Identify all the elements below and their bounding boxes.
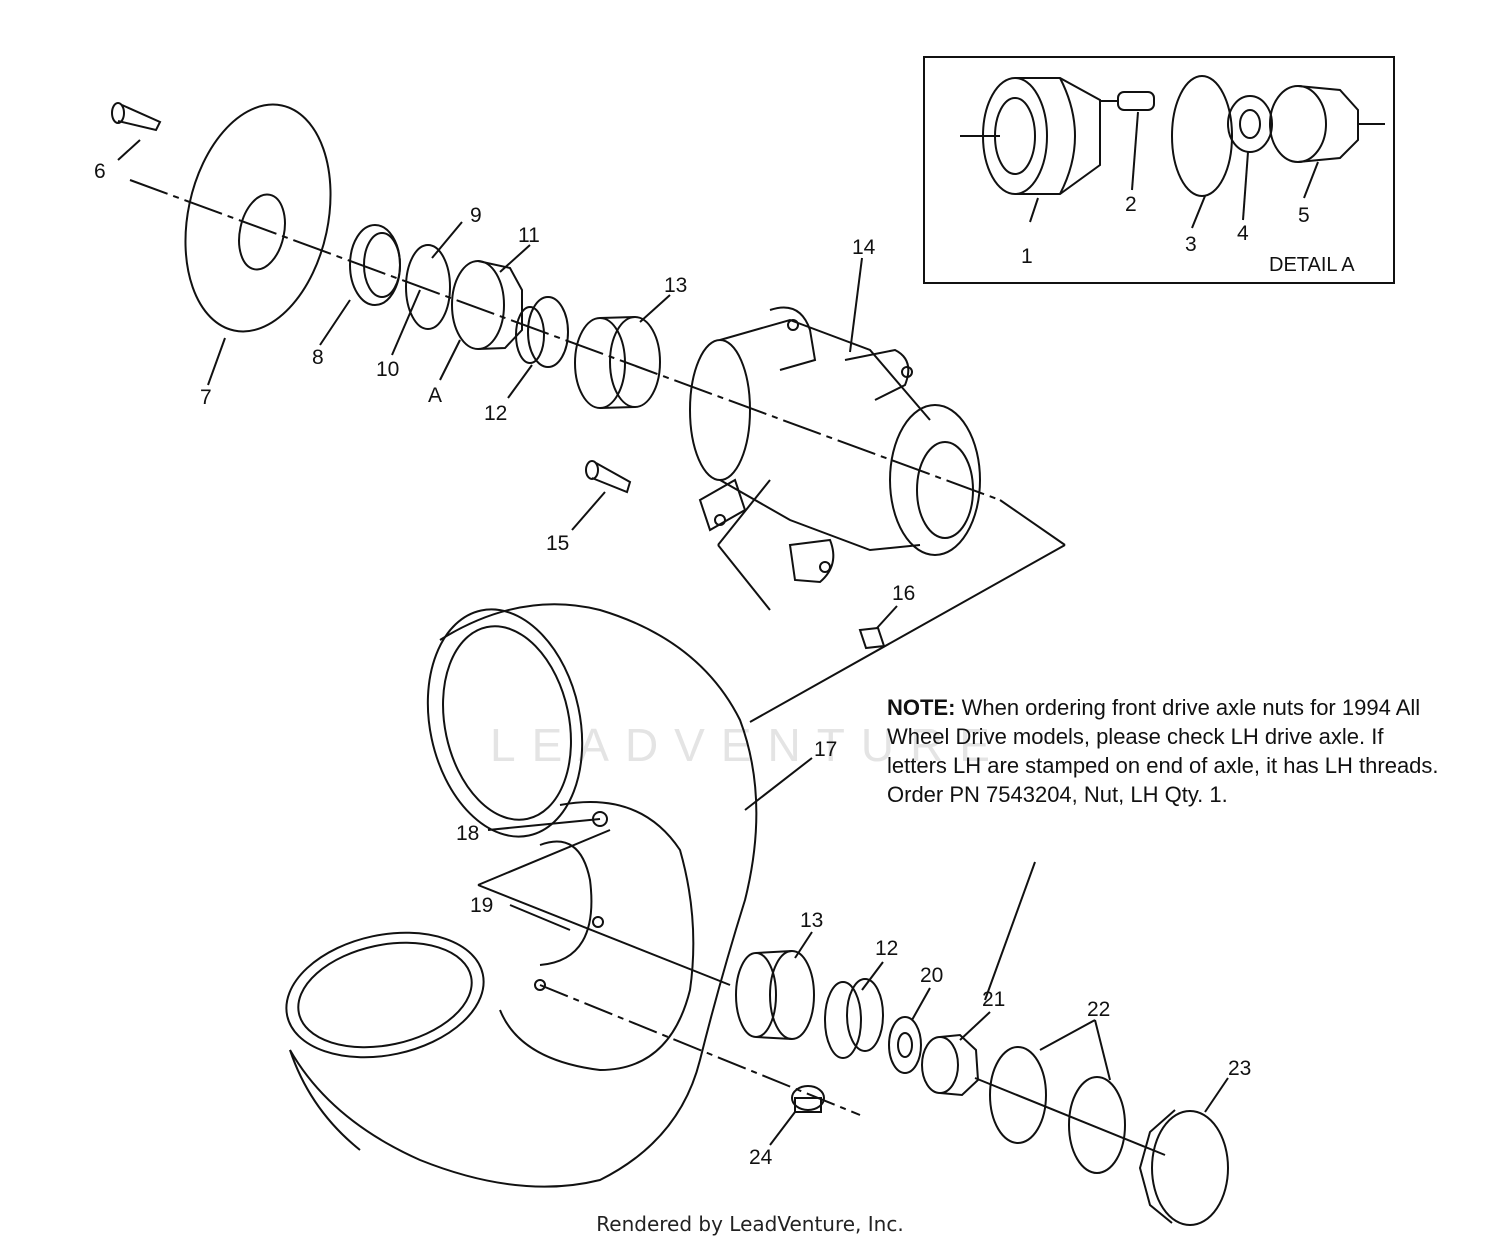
part-21-nut [921, 1033, 980, 1097]
callout-20: 20 [920, 964, 943, 987]
part-22-o-rings [989, 1046, 1126, 1174]
note-label: NOTE: [887, 695, 956, 720]
callout-17: 17 [814, 738, 837, 761]
part-24-valve [791, 1085, 825, 1113]
part-17-tire [285, 603, 758, 1188]
callout-18: 18 [456, 822, 479, 845]
part-9-ring [405, 244, 451, 330]
callout-1: 1 [1021, 245, 1033, 268]
part-6-bolt [111, 102, 162, 132]
detail-part-3-ring [1171, 75, 1233, 197]
callout-7: 7 [200, 386, 212, 409]
part-19-wheel [477, 801, 695, 1072]
part-20-washer [888, 1016, 922, 1074]
part-12-bearing-lower [824, 978, 884, 1059]
footer-credit: Rendered by LeadVenture, Inc. [596, 1212, 904, 1236]
detail-part-4-washer [1227, 95, 1273, 153]
callout-13-lower: 13 [800, 909, 823, 932]
watermark-text: LEADVENTURE [490, 719, 1006, 771]
callout-4: 4 [1237, 222, 1249, 245]
callout-a: A [428, 384, 442, 407]
callout-15: 15 [546, 532, 569, 555]
part-11-hub-lock [451, 260, 523, 350]
detail-part-1-hub-lock [960, 77, 1101, 195]
callout-19: 19 [470, 894, 493, 917]
note-text: When ordering front drive axle nuts for … [887, 695, 1439, 807]
part-16-stud [858, 626, 886, 650]
callout-3: 3 [1185, 233, 1197, 256]
callout-12-upper: 12 [484, 402, 507, 425]
callout-23: 23 [1228, 1057, 1251, 1080]
part-15-screw [585, 460, 632, 494]
callout-16: 16 [892, 582, 915, 605]
detail-part-5-cap [1269, 85, 1385, 163]
detail-part-2-pin [1100, 91, 1155, 111]
callout-8: 8 [312, 346, 324, 369]
part-7-dust-shield [184, 103, 332, 333]
callout-22: 22 [1087, 998, 1110, 1021]
part-8-seal [349, 224, 401, 306]
detail-a-box [923, 56, 1395, 284]
callout-2: 2 [1125, 193, 1137, 216]
callout-12-lower: 12 [875, 937, 898, 960]
part-13-race [574, 316, 661, 409]
callout-21: 21 [982, 988, 1005, 1011]
callout-11: 11 [518, 224, 540, 247]
detail-a-label: DETAIL A [1269, 254, 1355, 276]
part-14-hub [689, 306, 981, 584]
part-13-race-lower [735, 950, 815, 1040]
part-12-bearing [515, 296, 569, 368]
callout-24: 24 [749, 1146, 773, 1169]
callout-9: 9 [470, 204, 482, 227]
ordering-note: NOTE: When ordering front drive axle nut… [887, 693, 1447, 809]
callout-14: 14 [852, 236, 876, 259]
callout-5: 5 [1298, 204, 1310, 227]
callout-6: 6 [94, 160, 106, 183]
part-23-cap [1138, 1109, 1229, 1226]
callout-10: 10 [376, 358, 399, 381]
callout-13-upper: 13 [664, 274, 687, 297]
